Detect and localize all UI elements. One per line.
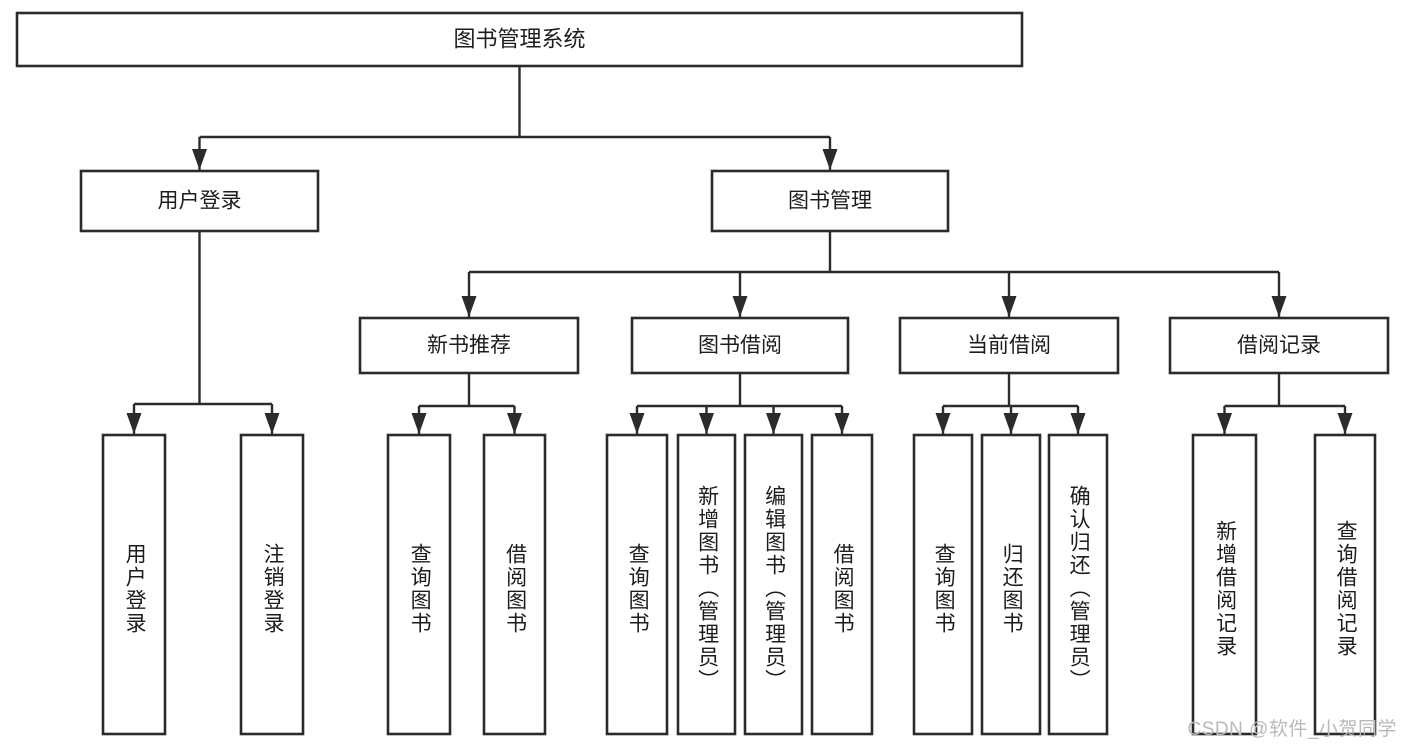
root-node-图书管理系统-label: 图书管理系统 [453, 26, 585, 51]
arrow-head-icon [699, 413, 714, 434]
root-node-图书管理系统[interactable] [15, 11, 1024, 68]
arrow-head-icon [1337, 413, 1353, 434]
connector-lines [126, 66, 1353, 434]
level2-node-0[interactable] [79, 169, 320, 233]
arrow-head-icon [1003, 413, 1019, 434]
leaf-node-10[interactable] [1047, 433, 1109, 736]
arrow-head-icon [126, 413, 142, 434]
arrow-head-icon [264, 413, 280, 434]
level3-node-0[interactable] [358, 316, 580, 375]
leaf-node-2[interactable] [386, 433, 452, 736]
arrow-head-icon [1001, 296, 1017, 317]
leaf-node-0[interactable] [101, 433, 167, 736]
leaf-node-6[interactable] [743, 433, 804, 736]
arrow-head-icon [1070, 413, 1086, 434]
level2-node-0-label: 用户登录 [158, 190, 242, 213]
leaf-node-4[interactable] [605, 433, 669, 736]
arrow-head-icon [461, 296, 477, 317]
level3-node-3-label: 借阅记录 [1237, 334, 1321, 357]
arrow-head-icon [1271, 296, 1287, 317]
leaf-node-3[interactable] [482, 433, 547, 736]
csdn-watermark: CSDN @软件_小贺同学 [1187, 719, 1397, 740]
arrow-head-icon [822, 149, 838, 170]
arrow-head-icon [732, 296, 748, 317]
arrow-head-icon [411, 413, 427, 434]
leaf-node-11[interactable] [1191, 433, 1258, 736]
leaf-node-7[interactable] [810, 433, 874, 736]
arrow-head-icon [834, 413, 850, 434]
level3-node-3[interactable] [1168, 316, 1390, 375]
leaf-node-9[interactable] [980, 433, 1042, 736]
leaf-node-12[interactable] [1313, 433, 1377, 736]
arrow-head-icon [1217, 413, 1232, 434]
arrow-head-icon [507, 413, 522, 434]
level3-node-2[interactable] [898, 316, 1120, 375]
level3-node-1-label: 图书借阅 [698, 334, 782, 357]
arrow-head-icon [766, 413, 781, 434]
leaf-node-8[interactable] [912, 433, 974, 736]
level2-node-1-label: 图书管理 [788, 190, 872, 213]
arrow-head-icon [192, 149, 207, 170]
arrow-head-icon [629, 413, 645, 434]
arrow-head-icon [935, 413, 951, 434]
level3-node-0-label: 新书推荐 [427, 334, 511, 357]
leaf-node-5[interactable] [676, 433, 737, 736]
level3-node-1[interactable] [630, 316, 850, 375]
level2-node-1[interactable] [710, 169, 950, 233]
level3-node-2-label: 当前借阅 [967, 334, 1051, 357]
node-boxes [15, 11, 1390, 736]
leaf-node-1[interactable] [239, 433, 305, 736]
